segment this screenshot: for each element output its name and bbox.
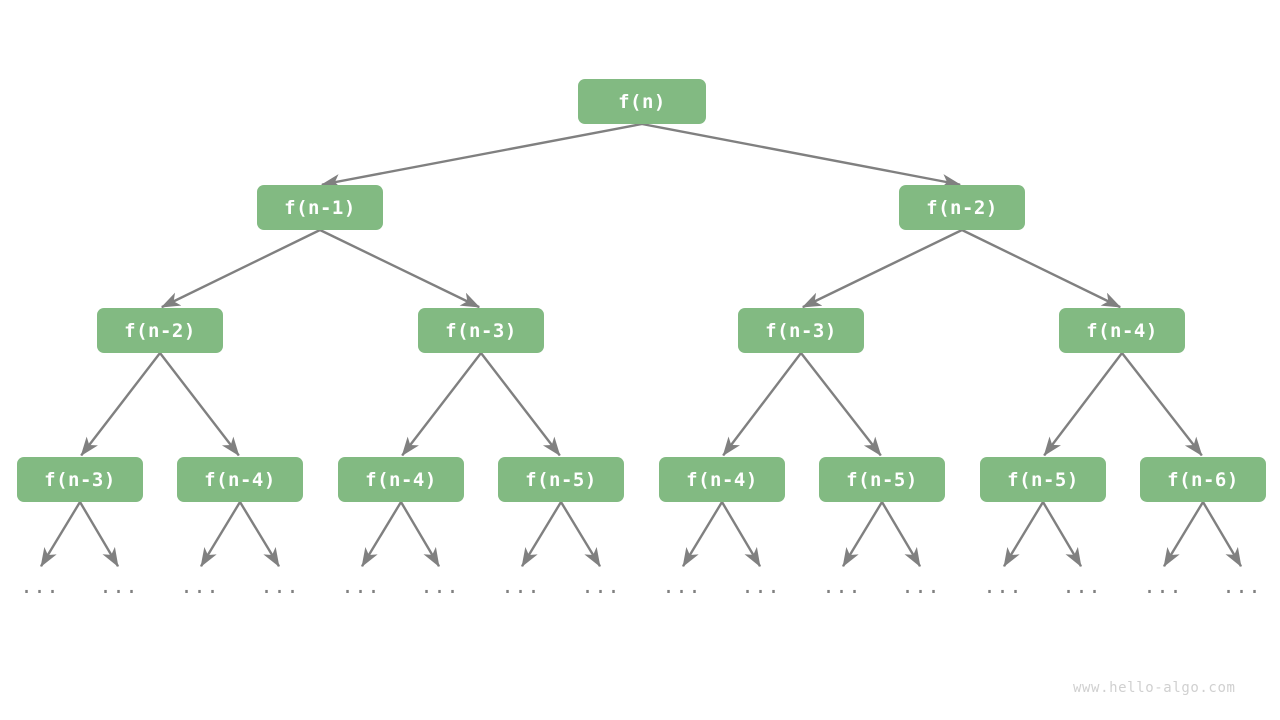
edge-l3n5-to-e10 [842,501,884,568]
edge-l2n3-to-l3n7 [1121,352,1203,457]
edge-l2n1-to-l3n2 [401,352,482,457]
ellipsis-e12: ... [983,574,1023,598]
edge-l2n2-to-l3n5 [800,352,882,457]
edge-l3n4-to-e8 [682,501,724,568]
ellipsis-e11: ... [901,574,941,598]
ellipsis-e15: ... [1222,574,1262,598]
edge-l3n0-to-e0 [40,501,82,568]
edge-l3n6-to-e12 [1003,501,1045,568]
edge-l1n1-to-l2n2 [801,228,963,309]
ellipsis-e2: ... [180,574,220,598]
tree-node-l3n2: f(n-4) [338,457,464,502]
ellipsis-e14: ... [1143,574,1183,598]
edge-l3n1-to-e2 [200,501,242,568]
edge-l0n0-to-l1n1 [641,122,961,189]
tree-node-l2n1: f(n-3) [418,308,544,353]
ellipsis-e4: ... [341,574,381,598]
tree-node-l2n3: f(n-4) [1059,308,1185,353]
tree-node-l3n1: f(n-4) [177,457,303,502]
ellipsis-e5: ... [420,574,460,598]
edge-l3n2-to-e4 [361,501,403,568]
ellipsis-e3: ... [260,574,300,598]
ellipsis-e13: ... [1062,574,1102,598]
edge-l3n3-to-e7 [559,501,601,568]
edge-l3n2-to-e5 [399,501,441,568]
edge-l0n0-to-l1n0 [321,122,643,189]
edge-l2n3-to-l3n6 [1043,352,1123,457]
tree-node-l3n7: f(n-6) [1140,457,1266,502]
ellipsis-e6: ... [501,574,541,598]
ellipsis-e10: ... [822,574,862,598]
edge-l3n0-to-e1 [78,501,120,568]
ellipsis-e7: ... [581,574,621,598]
tree-node-l3n0: f(n-3) [17,457,143,502]
edge-l3n5-to-e11 [880,501,922,568]
edge-l3n7-to-e15 [1201,501,1243,568]
edge-l1n0-to-l2n0 [160,228,321,309]
edge-l2n1-to-l3n3 [480,352,561,457]
edge-l2n2-to-l3n4 [722,352,802,457]
edge-l2n0-to-l3n1 [159,352,240,457]
edge-l2n0-to-l3n0 [80,352,161,457]
ellipsis-e1: ... [99,574,139,598]
watermark: www.hello-algo.com [1073,680,1236,696]
tree-node-l3n3: f(n-5) [498,457,624,502]
tree-node-l2n0: f(n-2) [97,308,223,353]
edge-l3n1-to-e3 [238,501,280,568]
edge-l1n1-to-l2n3 [961,228,1122,309]
ellipsis-e0: ... [20,574,60,598]
tree-node-l3n5: f(n-5) [819,457,945,502]
tree-node-l0n0: f(n) [578,79,706,124]
edge-l1n0-to-l2n1 [319,228,481,309]
tree-node-l3n6: f(n-5) [980,457,1106,502]
tree-node-l3n4: f(n-4) [659,457,785,502]
tree-node-l1n0: f(n-1) [257,185,383,230]
tree-node-l2n2: f(n-3) [738,308,864,353]
edge-l3n7-to-e14 [1163,501,1205,568]
edge-l3n3-to-e6 [521,501,563,568]
ellipsis-e9: ... [741,574,781,598]
edge-l3n6-to-e13 [1041,501,1083,568]
tree-node-l1n1: f(n-2) [899,185,1025,230]
edge-l3n4-to-e9 [720,501,762,568]
ellipsis-e8: ... [662,574,702,598]
